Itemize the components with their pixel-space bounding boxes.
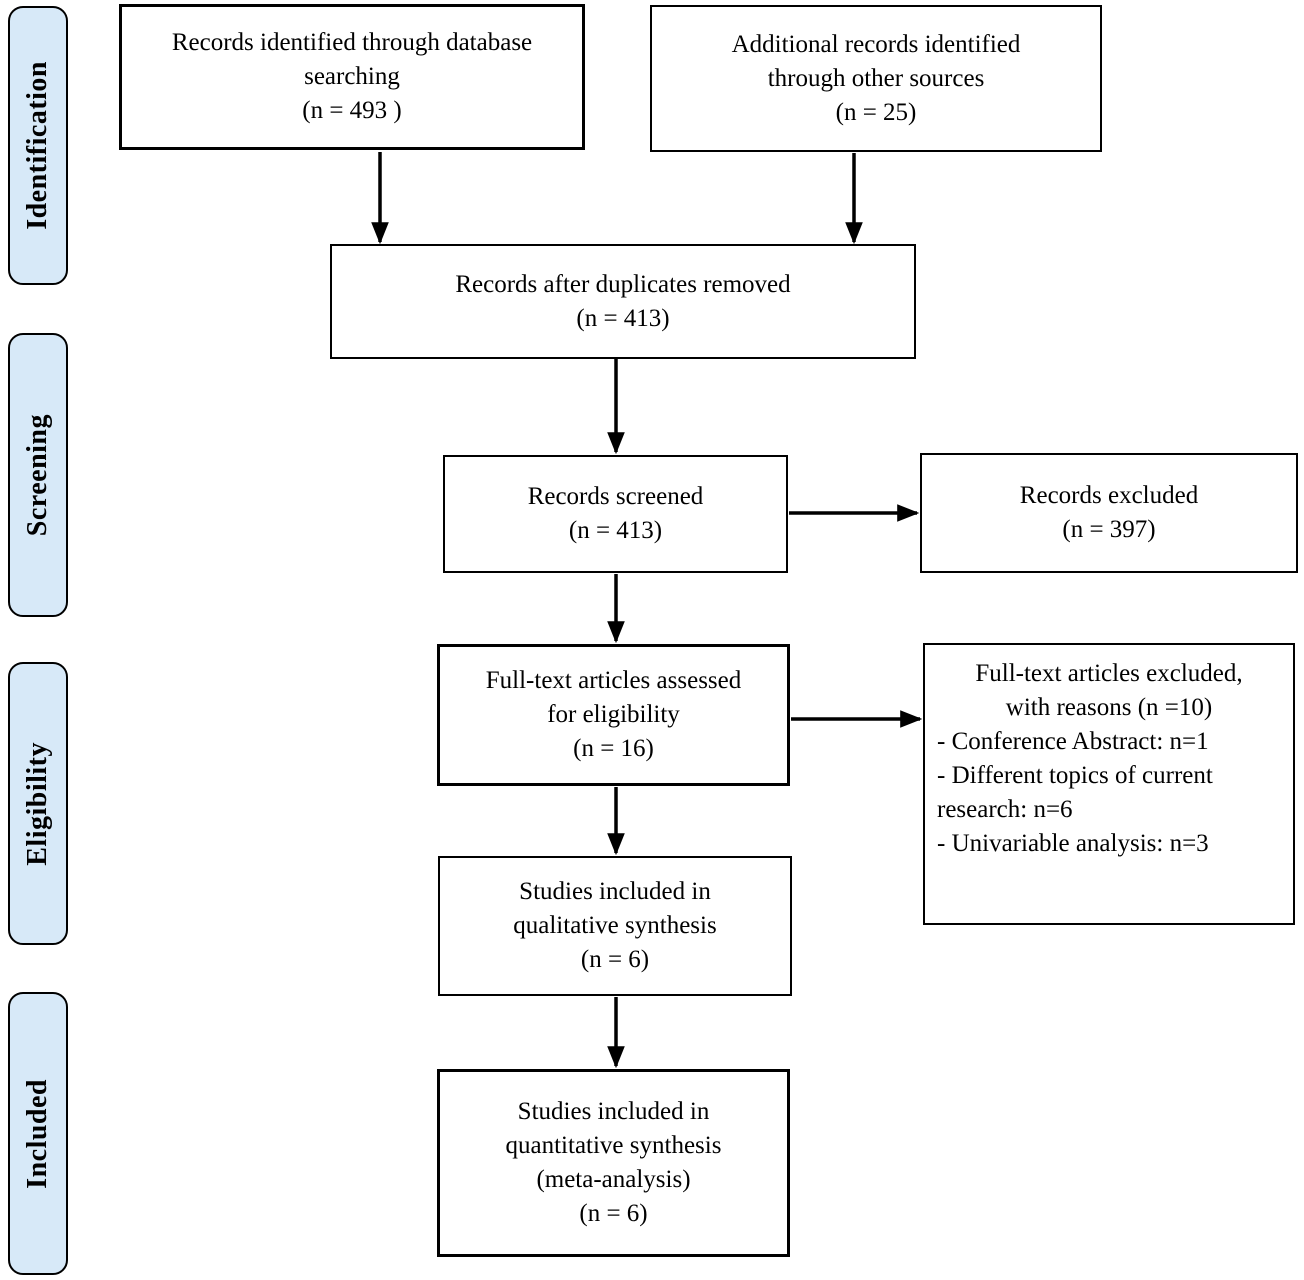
stage-identification: Identification [8,6,68,285]
text-line: qualitative synthesis [513,912,717,939]
text-line: Records after duplicates removed [455,270,791,298]
text-line: Studies included in [519,878,711,905]
stage-eligibility-label: Eligibility [22,741,53,866]
text-line: (n = 6) [580,946,650,973]
stage-eligibility: Eligibility [8,662,68,945]
text-line: quantitative synthesis [505,1132,722,1159]
text-line: - Different topics of current [937,762,1213,789]
text-line: (n = 397) [1062,516,1156,543]
box-records-screened: Records screened (n = 413) [443,455,788,573]
text-line: through other sources [767,64,985,92]
exclusion-reasons: - Conference Abstract: n=1 - Different t… [925,725,1293,861]
box-records-identified: Records identified through database sear… [119,4,585,150]
text-line: Full-text articles assessed [485,667,742,694]
text-line: with reasons (n =10) [1005,694,1213,721]
text-line: Full-text articles excluded, [975,660,1243,687]
text-line: (n = 25) [835,98,917,126]
text-line: (n = 6) [579,1200,648,1227]
text-line: research: n=6 [937,796,1073,823]
text-line: Records excluded [1019,482,1199,509]
box-duplicates-removed: Records after duplicates removed (n = 41… [330,244,916,359]
text-line: - Univariable analysis: n=3 [937,830,1209,857]
stage-included: Included [8,992,68,1275]
box-records-excluded: Records excluded (n = 397) [920,453,1298,573]
box-fulltext-excluded: Full-text articles excluded, with reason… [923,643,1295,925]
text-line: - Conference Abstract: n=1 [937,728,1209,755]
text-line: (n = 413) [568,517,663,544]
box-fulltext-assessed: Full-text articles assessed for eligibil… [437,644,790,786]
stage-included-label: Included [22,1078,53,1189]
stage-identification-label: Identification [22,61,53,230]
text-line: (meta-analysis) [536,1166,691,1193]
text-line: Records identified through database [171,29,533,56]
box-qualitative-synthesis: Studies included in qualitative synthesi… [438,856,792,996]
text-line: searching [304,63,400,90]
text-line: (n = 493 ) [302,97,402,124]
text-line: (n = 413) [576,304,670,332]
text-line: (n = 16) [573,735,654,762]
text-line: Records screened [527,483,704,510]
stage-screening-label: Screening [22,413,53,537]
text-line: Studies included in [517,1098,710,1125]
box-quantitative-synthesis: Studies included in quantitative synthes… [437,1069,790,1257]
stage-screening: Screening [8,333,68,617]
box-additional-records: Additional records identified through ot… [650,5,1102,152]
text-line: for eligibility [547,701,680,728]
text-line: Additional records identified [731,30,1021,58]
